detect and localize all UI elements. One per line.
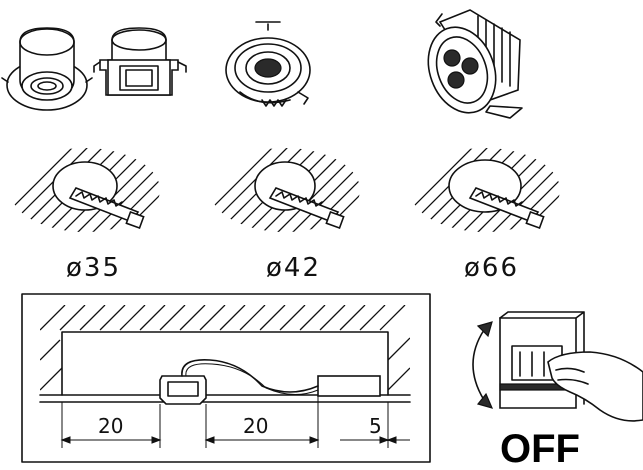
cutout-diagram-42 xyxy=(210,148,360,232)
switch-state-label: OFF xyxy=(500,427,580,470)
cutout-diagram-66 xyxy=(410,148,560,232)
diameter-label-35: ø35 xyxy=(66,253,121,283)
diameter-label-66: ø66 xyxy=(464,253,519,283)
cutout-diagram-35 xyxy=(10,148,160,232)
ceiling-cross-section xyxy=(21,293,431,463)
diameter-label-42: ø42 xyxy=(266,253,321,283)
square-downlight-drawing xyxy=(93,27,187,96)
power-switch-drawing xyxy=(472,311,643,422)
dimension-left: 20 xyxy=(98,414,123,438)
medium-downlight-drawing xyxy=(225,21,311,107)
dimension-right: 5 xyxy=(369,414,382,438)
dimension-middle: 20 xyxy=(243,414,268,438)
large-downlight-drawing xyxy=(427,9,523,119)
round-downlight-drawing xyxy=(1,27,93,111)
dimension-lines xyxy=(60,396,410,448)
